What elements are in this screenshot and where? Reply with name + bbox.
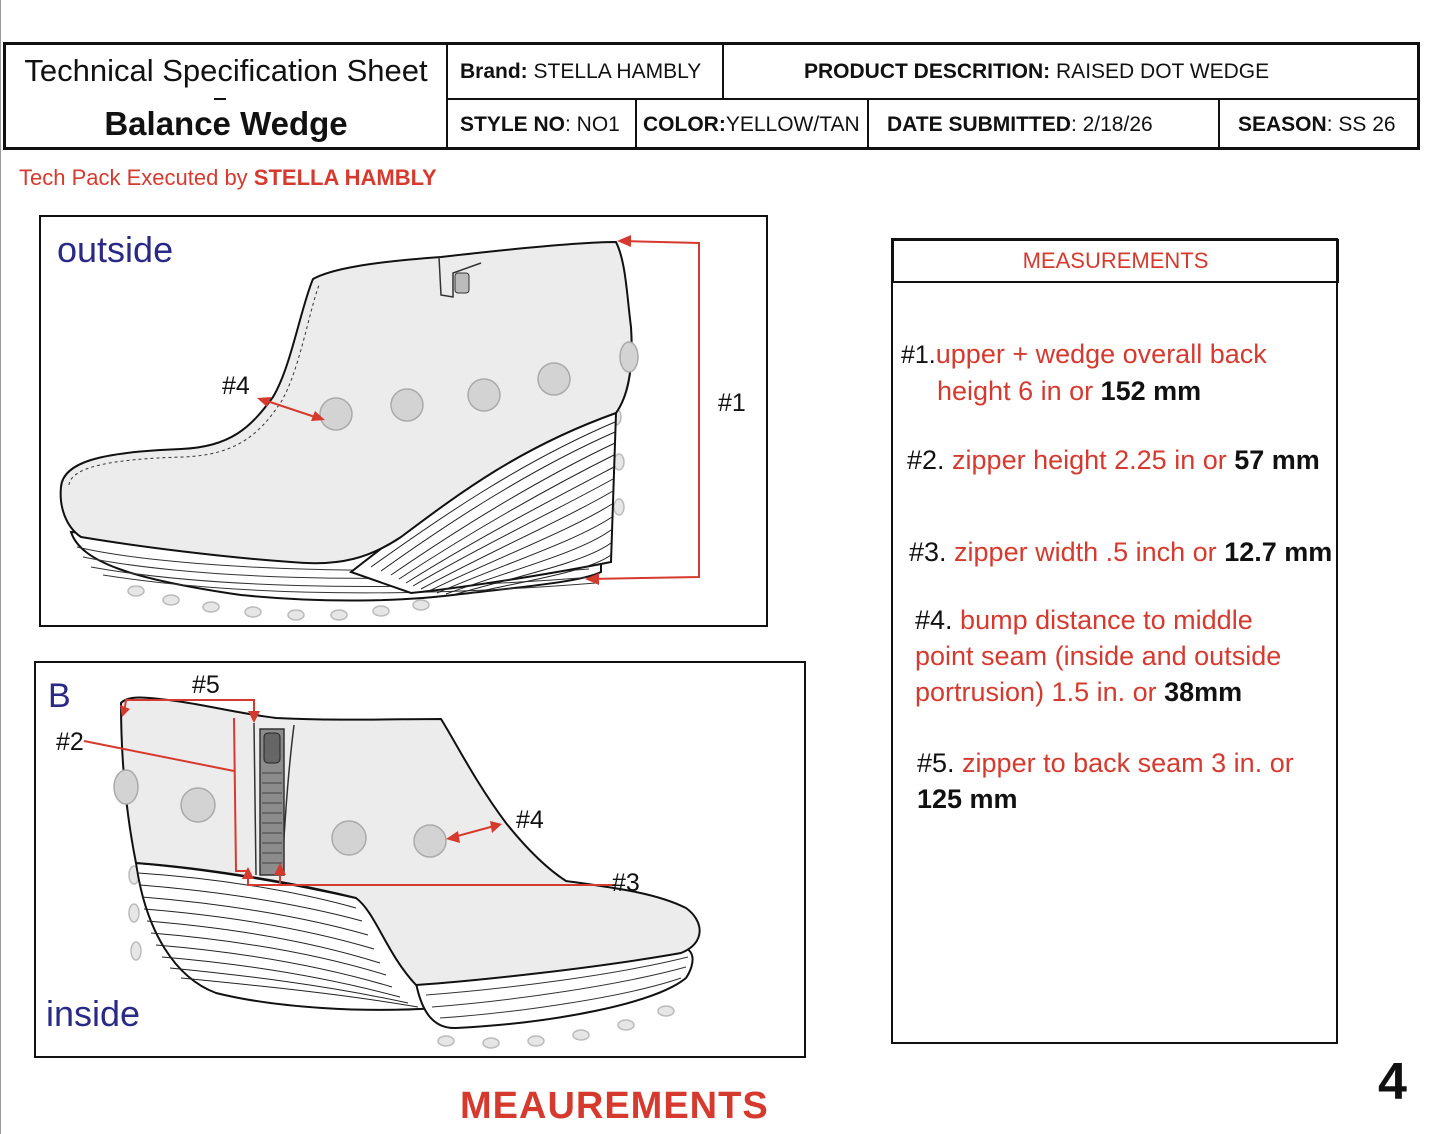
measurements-panel: MEASUREMENTS #1.upper + wedge overall ba… xyxy=(891,238,1339,1044)
season-label: SEASON xyxy=(1238,112,1327,136)
outside-callout-4: #4 xyxy=(222,372,250,400)
measurement-4-num: #4. xyxy=(915,605,961,635)
outside-view-label: outside xyxy=(57,229,174,270)
measurement-4-line2: point seam (inside and outside xyxy=(915,641,1282,671)
measurement-2-mm: 57 mm xyxy=(1234,445,1320,475)
measurement-4-line1: bump distance to middle xyxy=(960,605,1253,635)
style-name: Balance Wedge xyxy=(104,105,348,142)
style-label: STYLE NO xyxy=(460,112,566,136)
measurement-item-2: #2. zipper height 2.25 in or 57 mm xyxy=(907,442,1320,478)
inside-view-panel: B inside xyxy=(34,661,806,1058)
inside-view-label: inside xyxy=(46,993,141,1034)
color-label: COLOR: xyxy=(643,112,726,136)
style-value: : NO1 xyxy=(565,112,620,136)
inside-shoe-sketch xyxy=(83,696,701,1049)
inside-callout-3: #3 xyxy=(612,869,640,897)
color-cell: COLOR:YELLOW/TAN xyxy=(635,98,867,149)
brand-cell: Brand: STELLA HAMBLY xyxy=(446,45,722,98)
spec-header-table: Technical Specification Sheet Balance We… xyxy=(3,42,1420,150)
brand-value: STELLA HAMBLY xyxy=(533,59,702,83)
footer-title: MEAUREMENTS xyxy=(460,1085,769,1127)
tech-pack-credit: Tech Pack Executed by STELLA HAMBLY xyxy=(19,165,437,191)
measurement-5-line1: zipper to back seam 3 in. or xyxy=(962,748,1294,778)
page-edge-line xyxy=(0,0,1,1134)
inside-callout-5: #5 xyxy=(192,671,220,699)
measurement-4-line3: portrusion) 1.5 in. or xyxy=(915,677,1165,707)
credit-prefix: Tech Pack Executed by xyxy=(19,165,254,190)
outside-shoe-sketch xyxy=(59,235,700,621)
credit-name: STELLA HAMBLY xyxy=(253,165,437,190)
measurements-title: MEASUREMENTS xyxy=(892,239,1339,283)
measurement-3-num: #3. xyxy=(909,537,955,567)
measurement-item-1: #1.upper + wedge overall back height 6 i… xyxy=(901,336,1267,409)
measurement-1-line2: height 6 in or xyxy=(937,376,1101,406)
measurement-5-num: #5. xyxy=(917,748,963,778)
season-value: : SS 26 xyxy=(1326,112,1396,136)
color-value: YELLOW/TAN xyxy=(725,112,860,136)
measurement-5-mm: 125 mm xyxy=(917,784,1018,814)
measurement-item-5: #5. zipper to back seam 3 in. or 125 mm xyxy=(917,745,1294,817)
measurement-1-num: #1. xyxy=(901,341,936,369)
inside-callout-2: #2 xyxy=(56,728,84,756)
product-label: PRODUCT DESCRITION: xyxy=(804,59,1051,83)
season-cell: SEASON: SS 26 xyxy=(1218,98,1417,149)
outside-callout-1: #1 xyxy=(718,389,746,417)
product-value: RAISED DOT WEDGE xyxy=(1056,59,1270,83)
sheet-title: Technical Specification Sheet xyxy=(24,53,428,88)
measurement-3-mm: 12.7 mm xyxy=(1224,537,1333,567)
date-submitted-cell: DATE SUBMITTED: 2/18/26 xyxy=(867,98,1218,149)
product-description-cell: PRODUCT DESCRITION: RAISED DOT WEDGE xyxy=(722,45,1417,98)
inside-view-letter: B xyxy=(48,677,71,715)
measurement-2-text: zipper height 2.25 in or xyxy=(952,445,1235,475)
measurement-1-mm: 152 mm xyxy=(1100,376,1202,406)
date-value: : 2/18/26 xyxy=(1070,112,1153,136)
inside-callout-4: #4 xyxy=(516,806,544,834)
date-label: DATE SUBMITTED xyxy=(887,112,1071,136)
title-dash xyxy=(214,98,226,100)
page-number: 4 xyxy=(1378,1053,1407,1111)
measurement-4-mm: 38mm xyxy=(1164,677,1243,707)
measurement-item-3: #3. zipper width .5 inch or 12.7 mm xyxy=(909,534,1332,570)
brand-label: Brand: xyxy=(460,59,528,83)
outside-view-panel: outside xyxy=(39,215,768,627)
measurement-item-4: #4. bump distance to middle point seam (… xyxy=(915,602,1281,710)
measurement-1-line1: upper + wedge overall back xyxy=(935,339,1267,369)
measurement-2-num: #2. xyxy=(907,445,953,475)
measurement-3-text: zipper width .5 inch or xyxy=(954,537,1225,567)
style-no-cell: STYLE NO: NO1 xyxy=(446,98,635,149)
